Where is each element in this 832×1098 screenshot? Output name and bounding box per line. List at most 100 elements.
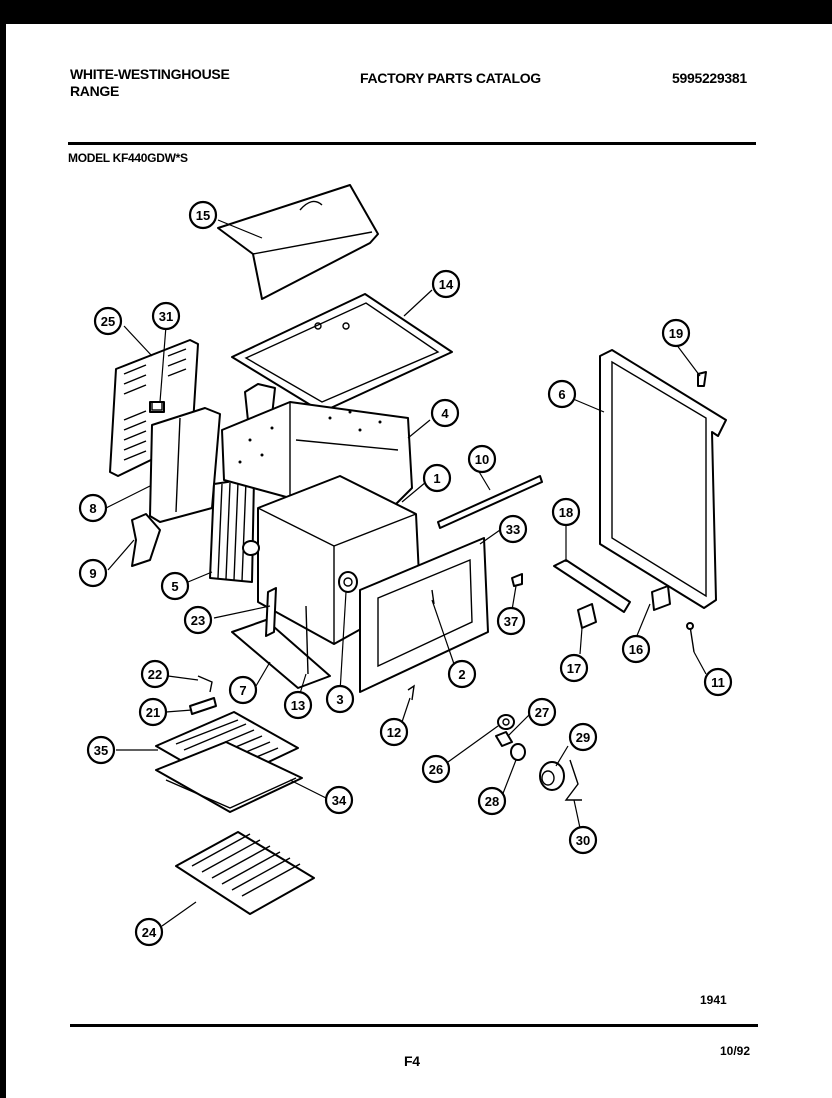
part-5-insulation xyxy=(209,477,255,583)
callout-24: 24 xyxy=(134,917,164,947)
callout-number: 2 xyxy=(458,667,465,682)
top-border-bar xyxy=(0,0,832,24)
part-13-bracket xyxy=(305,605,309,675)
brand-line-2: RANGE xyxy=(70,83,120,99)
callout-18: 18 xyxy=(551,497,581,527)
callout-number: 10 xyxy=(475,452,489,467)
callout-number: 30 xyxy=(576,833,590,848)
part-34-broiler-pan xyxy=(155,741,303,813)
callout-25: 25 xyxy=(93,306,123,336)
print-date: 10/92 xyxy=(720,1044,751,1058)
part-7-bottom xyxy=(231,619,331,689)
callout-number: 9 xyxy=(89,566,96,581)
part-30-wire xyxy=(564,759,582,801)
diagram-id: 1941 xyxy=(700,993,727,1007)
callout-34: 34 xyxy=(324,785,354,815)
part-24-rack xyxy=(175,831,315,915)
callout-number: 4 xyxy=(441,406,449,421)
catalog-title: FACTORY PARTS CATALOG xyxy=(360,70,541,86)
part-11-screw xyxy=(686,622,695,653)
callout-13: 13 xyxy=(283,690,313,720)
callout-19: 19 xyxy=(661,318,691,348)
callout-number: 3 xyxy=(336,692,343,707)
part-37-screw xyxy=(511,573,523,587)
callout-number: 24 xyxy=(142,925,157,940)
callout-number: 14 xyxy=(439,277,454,292)
callout-16: 16 xyxy=(621,634,651,664)
part-18-rail xyxy=(553,559,631,613)
part-23-hinge xyxy=(265,587,277,637)
callout-number: 13 xyxy=(291,698,305,713)
callout-14: 14 xyxy=(431,269,461,299)
part-2-pin xyxy=(431,589,435,605)
callout-number: 18 xyxy=(559,505,573,520)
callout-number: 17 xyxy=(567,661,581,676)
callout-number: 12 xyxy=(387,725,401,740)
callout-5: 5 xyxy=(160,571,190,601)
brand-line-1: WHITE-WESTINGHOUSE xyxy=(70,66,230,82)
callout-number: 7 xyxy=(239,683,246,698)
callout-27: 27 xyxy=(527,697,557,727)
leader-lines xyxy=(105,219,707,927)
part-15-panel xyxy=(217,184,379,300)
part-21-bracket xyxy=(189,697,217,715)
part-22-bracket xyxy=(197,675,213,693)
callout-number: 8 xyxy=(89,501,96,516)
part-28-lens xyxy=(510,743,526,761)
callout-8: 8 xyxy=(78,493,108,523)
callout-number: 21 xyxy=(146,705,160,720)
callout-21: 21 xyxy=(138,697,168,727)
callout-1: 1 xyxy=(422,463,452,493)
callout-33: 33 xyxy=(498,514,528,544)
part-17-block xyxy=(577,603,597,629)
callout-number: 1 xyxy=(433,471,440,486)
callout-9: 9 xyxy=(78,558,108,588)
model-label: MODEL KF440GDW*S xyxy=(68,151,188,165)
header-divider xyxy=(68,142,756,145)
callout-number: 29 xyxy=(576,730,590,745)
catalog-number: 5995229381 xyxy=(672,70,747,86)
callout-number: 37 xyxy=(504,614,518,629)
callout-11: 11 xyxy=(703,667,733,697)
callout-number: 33 xyxy=(506,522,520,537)
callout-35: 35 xyxy=(86,735,116,765)
callout-number: 25 xyxy=(101,314,115,329)
callout-number: 23 xyxy=(191,613,205,628)
part-16-switch xyxy=(651,585,671,611)
callout-number: 11 xyxy=(711,675,725,690)
page-label: F4 xyxy=(404,1053,420,1069)
callout-2: 2 xyxy=(447,659,477,689)
callout-7: 7 xyxy=(228,675,258,705)
part-9-bracket xyxy=(131,513,161,567)
callout-23: 23 xyxy=(183,605,213,635)
callout-31: 31 xyxy=(151,301,181,331)
callout-number: 22 xyxy=(148,667,162,682)
callout-26: 26 xyxy=(421,754,451,784)
callout-3: 3 xyxy=(325,684,355,714)
callout-number: 31 xyxy=(159,309,173,324)
callout-22: 22 xyxy=(140,659,170,689)
callout-number: 16 xyxy=(629,642,643,657)
part-6-side-panel xyxy=(599,349,727,609)
callout-29: 29 xyxy=(568,722,598,752)
part-29-lamp-cover xyxy=(539,761,565,791)
callout-number: 19 xyxy=(669,326,683,341)
callout-number: 6 xyxy=(558,387,565,402)
callout-17: 17 xyxy=(559,653,589,683)
callout-28: 28 xyxy=(477,786,507,816)
part-3-lamp xyxy=(338,571,358,593)
callout-number: 27 xyxy=(535,705,549,720)
callout-number: 35 xyxy=(94,743,108,758)
callout-number: 34 xyxy=(332,793,347,808)
callout-4: 4 xyxy=(430,398,460,428)
part-31-label xyxy=(151,401,163,411)
callout-12: 12 xyxy=(379,717,409,747)
callout-number: 15 xyxy=(196,208,210,223)
part-33-door-frame xyxy=(359,537,489,693)
footer-divider xyxy=(70,1024,758,1027)
part-12-clip xyxy=(407,684,415,701)
callout-30: 30 xyxy=(568,825,598,855)
part-4-insulation-wrap xyxy=(221,401,413,509)
callout-6: 6 xyxy=(547,379,577,409)
